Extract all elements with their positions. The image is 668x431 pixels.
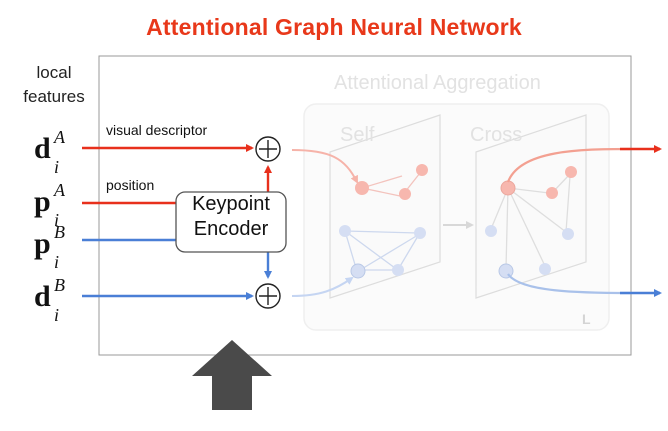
repeat-label: L <box>582 311 591 327</box>
output-blue-curve <box>507 273 631 295</box>
visual-descriptor-label: visual descriptor <box>106 122 208 138</box>
cross-blue-node <box>539 263 551 275</box>
features-label: features <box>23 87 85 106</box>
self-blue-graph <box>344 230 419 271</box>
sum-node-A <box>255 136 281 162</box>
self-red-node <box>399 188 411 200</box>
self-red-node <box>416 164 428 176</box>
cross-attention-plane <box>475 114 587 299</box>
cross-red-node <box>500 180 516 196</box>
gnn-outer-box <box>98 55 632 356</box>
cross-red-node <box>565 166 577 178</box>
self-blue-node <box>350 263 366 279</box>
self-label: Self <box>340 124 375 146</box>
keypoint-encoder-box <box>175 191 287 253</box>
self-attention-plane <box>329 114 441 299</box>
sum-node-B <box>255 283 281 309</box>
self-blue-node <box>339 225 351 237</box>
cross-red-node <box>546 187 558 199</box>
cross-label: Cross <box>470 124 523 146</box>
keypoint-encoder-label: Keypoint Encoder <box>192 193 270 240</box>
self-blue-node <box>414 227 426 239</box>
aggregation-title: Attentional Aggregation <box>334 72 541 94</box>
flow-blue-into-self <box>291 276 354 297</box>
position-label: position <box>106 177 155 193</box>
self-red-node <box>355 181 369 195</box>
big-up-arrow <box>192 340 272 410</box>
cross-blue-node <box>562 228 574 240</box>
diagram-title: Attentional Graph Neural Network <box>146 14 522 40</box>
flow-red-into-self <box>291 149 358 184</box>
local-label: local <box>36 63 72 82</box>
self-blue-node <box>392 264 404 276</box>
output-red-curve <box>506 147 631 183</box>
cross-blue-node <box>485 225 497 237</box>
